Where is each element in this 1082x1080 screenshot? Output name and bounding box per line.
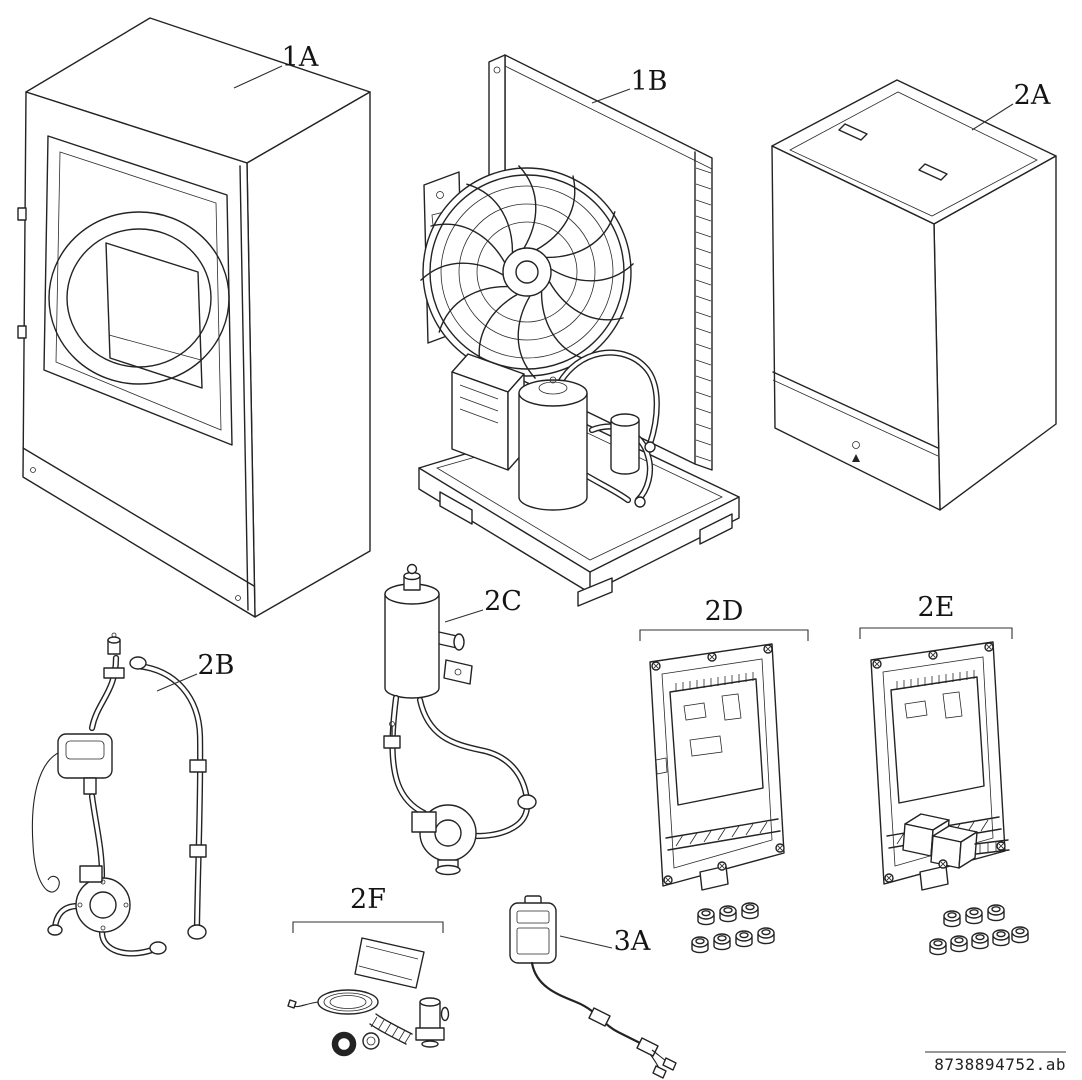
pcb — [669, 672, 764, 806]
circulation-pump — [75, 865, 131, 933]
document-number: 8738894752.ab — [934, 1055, 1066, 1074]
union-fitting-top — [129, 656, 147, 670]
label-2a: 2A — [1014, 80, 1051, 111]
leader-1a — [233, 65, 283, 89]
capillary-wire — [31, 751, 61, 893]
washer — [362, 1032, 380, 1050]
din-rail — [665, 818, 781, 851]
service-valve-2 — [634, 496, 646, 508]
label-2d: 2D — [705, 596, 744, 627]
leader-2b — [156, 673, 198, 692]
axial-fan — [420, 165, 634, 379]
label-1a: 1A — [282, 42, 319, 73]
mounting-tab — [699, 865, 729, 891]
part-2b-pump-valve-group — [31, 632, 207, 955]
union-fitting — [517, 794, 537, 810]
elbow-fitting — [415, 997, 450, 1048]
fan-opening — [48, 211, 230, 389]
bracket-2d — [639, 629, 809, 641]
leader-1b — [591, 88, 631, 104]
title-block: 8738894752.ab — [925, 1051, 1066, 1074]
bottom-fitting-mid — [149, 941, 167, 955]
isolation-valve — [383, 721, 401, 749]
label-2f: 2F — [350, 884, 386, 915]
part-3a-sensor-cable — [509, 895, 677, 1079]
tee-fitting — [103, 667, 125, 679]
part-1a-outdoor-unit-casing — [17, 17, 371, 618]
label-2e: 2E — [918, 592, 955, 623]
union-nut-1 — [189, 759, 207, 773]
union-nut-2 — [189, 844, 207, 858]
label-1b: 1B — [630, 66, 667, 97]
warning-triangle-mark — [852, 454, 860, 462]
low-loss-header — [384, 563, 473, 699]
air-vent — [107, 632, 121, 655]
label-3a: 3A — [614, 926, 651, 957]
bracket-2f — [292, 921, 444, 933]
leader-2a — [971, 103, 1014, 131]
leader-3a — [559, 935, 613, 949]
mounting-tab-2e — [919, 865, 949, 891]
service-valve — [644, 441, 656, 453]
part-2d-control-board-panel — [649, 643, 785, 954]
cable-connector-2 — [636, 1037, 659, 1057]
accumulator — [610, 413, 640, 475]
cable-glands-2e — [929, 904, 1029, 956]
part-2c-header-pump-assembly — [383, 563, 537, 876]
leader-2c — [444, 609, 484, 623]
relay-box-2 — [930, 825, 978, 869]
circulation-pump-2c — [411, 804, 477, 876]
bottom-fitting-right — [187, 924, 207, 940]
label-2c: 2C — [484, 586, 522, 617]
cable-connector-1 — [588, 1007, 611, 1027]
part-1b-outdoor-unit-internals — [418, 54, 740, 607]
cable-glands-2d — [691, 902, 775, 954]
pcb-2e — [890, 670, 985, 804]
plastic-cover — [354, 937, 425, 989]
sensor-cable — [530, 961, 648, 1048]
motorized-valve — [57, 733, 113, 795]
corrugated-hose — [369, 1013, 413, 1045]
part-2a-indoor-unit-casing — [771, 79, 1057, 511]
bracket-2e — [859, 627, 1013, 639]
status-led-mark — [852, 441, 860, 449]
terminal-strip — [974, 839, 1010, 855]
callouts: 1A 1B 2A 2B 2C 2D 2E 2F 3A — [156, 42, 1051, 957]
cable-coil — [287, 989, 379, 1015]
part-2e-control-board-panel — [870, 641, 1029, 956]
label-2b: 2B — [197, 650, 234, 681]
bottom-fitting-left — [47, 924, 63, 936]
rubber-grommet — [331, 1031, 357, 1057]
part-2f-accessory-kit — [287, 937, 450, 1057]
inverter-box — [451, 353, 525, 471]
compressor — [518, 376, 588, 511]
